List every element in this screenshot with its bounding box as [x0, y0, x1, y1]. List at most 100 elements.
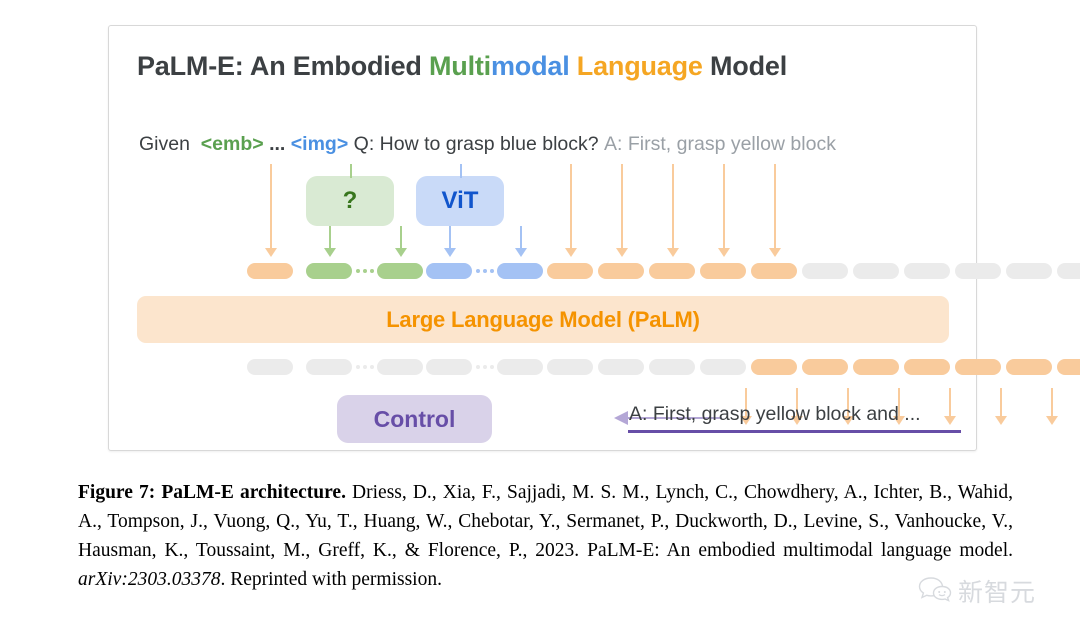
token-grey — [802, 263, 848, 279]
token-orange — [853, 359, 899, 375]
arrow-shaft — [270, 164, 272, 248]
token-grey — [1057, 263, 1080, 279]
token-grey — [377, 359, 423, 375]
token-grey — [853, 263, 899, 279]
output-underline — [628, 430, 961, 433]
embodiment-encoder-label: ? — [342, 187, 358, 214]
caption-body-after: . Reprinted with permission. — [220, 569, 442, 590]
arrow-head-icon — [324, 248, 336, 257]
arrow-head-icon — [616, 248, 628, 257]
token-grey — [547, 359, 593, 375]
token-grey — [306, 359, 352, 375]
token-grey — [598, 359, 644, 375]
prompt-emb-token: <emb> — [200, 133, 264, 155]
figure-title-segment-0: PaLM-E: An Embodied — [137, 51, 429, 81]
token-orange — [598, 263, 644, 279]
token-green — [377, 263, 423, 279]
arrow-head-icon — [515, 248, 527, 257]
arrow-shaft — [949, 388, 951, 416]
token-orange — [700, 263, 746, 279]
prompt-ellipsis: ... — [269, 133, 286, 155]
figure-title: PaLM-E: An Embodied Multimodal Language … — [137, 51, 787, 82]
output-text: A: First, grasp yellow block and ... — [629, 403, 921, 425]
token-ellipsis — [356, 359, 374, 375]
figure-title-segment-1: Multi — [429, 51, 491, 81]
token-blue — [426, 263, 472, 279]
arrow-shaft — [898, 388, 900, 416]
arrow-head-icon — [667, 248, 679, 257]
large-language-model-bar: Large Language Model (PaLM) — [137, 296, 949, 343]
token-ellipsis — [476, 359, 494, 375]
token-orange — [1057, 359, 1080, 375]
arrow-head-icon — [791, 416, 803, 425]
arrow-shaft — [723, 164, 725, 248]
figure-title-segment-2: modal — [490, 51, 577, 81]
token-grey — [1006, 263, 1052, 279]
encoder-connector-line — [350, 164, 352, 178]
token-orange — [802, 359, 848, 375]
arrow-head-icon — [740, 416, 752, 425]
caption-label: Figure 7: — [78, 482, 156, 503]
token-orange — [751, 359, 797, 375]
token-grey — [904, 263, 950, 279]
token-orange — [955, 359, 1001, 375]
arrow-head-icon — [395, 248, 407, 257]
arrow-shaft — [847, 388, 849, 416]
vit-encoder-box: ViT — [416, 176, 504, 226]
prompt-line: Given <emb> ... <img> Q: How to grasp bl… — [139, 133, 836, 156]
caption-body-before: Driess, D., Xia, F., Sajjadi, M. S. M., … — [78, 482, 1013, 561]
token-orange — [904, 359, 950, 375]
token-grey — [955, 263, 1001, 279]
figure-title-segment-3: Language — [576, 51, 711, 81]
arrow-shaft — [672, 164, 674, 248]
large-language-model-label: Large Language Model (PaLM) — [386, 306, 700, 332]
arrow-shaft — [520, 226, 522, 248]
watermark-text: 新智元 — [958, 578, 1037, 607]
control-arrow-head-icon — [614, 411, 628, 425]
token-grey — [497, 359, 543, 375]
arrow-shaft — [621, 164, 623, 248]
prompt-given-label: Given — [139, 133, 190, 155]
control-box: Control — [337, 395, 492, 443]
embodiment-encoder-box: ? — [306, 176, 394, 226]
token-grey — [426, 359, 472, 375]
encoder-connector-line — [460, 164, 462, 178]
arrow-shaft — [449, 226, 451, 248]
token-orange — [547, 263, 593, 279]
caption-arxiv-id: arXiv:2303.03378 — [78, 569, 221, 590]
figure-card: PaLM-E: An Embodied Multimodal Language … — [108, 25, 1080, 451]
speech-bubble-smiley-icon — [918, 576, 952, 607]
arrow-shaft — [329, 226, 331, 248]
arrow-head-icon — [995, 416, 1007, 425]
arrow-shaft — [570, 164, 572, 248]
arrow-shaft — [1051, 388, 1053, 416]
arrow-shaft — [400, 226, 402, 248]
arrow-head-icon — [718, 248, 730, 257]
figure-caption: Figure 7: PaLM-E architecture. Driess, D… — [78, 478, 1013, 594]
watermark: 新智元 — [918, 573, 1036, 609]
arrow-head-icon — [265, 248, 277, 257]
arrow-head-icon — [944, 416, 956, 425]
token-grey — [649, 359, 695, 375]
arrow-head-icon — [842, 416, 854, 425]
prompt-answer-hint: A: First, grasp yellow block — [604, 133, 836, 155]
token-green — [306, 263, 352, 279]
control-label: Control — [373, 405, 456, 432]
token-orange — [649, 263, 695, 279]
arrow-head-icon — [769, 248, 781, 257]
arrow-head-icon — [565, 248, 577, 257]
prompt-question: Q: How to grasp blue block? — [353, 133, 599, 155]
arrow-shaft — [745, 388, 747, 416]
arrow-shaft — [774, 164, 776, 248]
vit-encoder-label: ViT — [441, 187, 479, 214]
token-orange — [751, 263, 797, 279]
arrow-shaft — [1000, 388, 1002, 416]
arrow-shaft — [796, 388, 798, 416]
arrow-head-icon — [444, 248, 456, 257]
token-grey — [700, 359, 746, 375]
token-grey — [247, 359, 293, 375]
token-ellipsis — [476, 263, 494, 279]
arrow-head-icon — [893, 416, 905, 425]
caption-subject: PaLM-E architecture. — [161, 482, 346, 503]
token-ellipsis — [356, 263, 374, 279]
